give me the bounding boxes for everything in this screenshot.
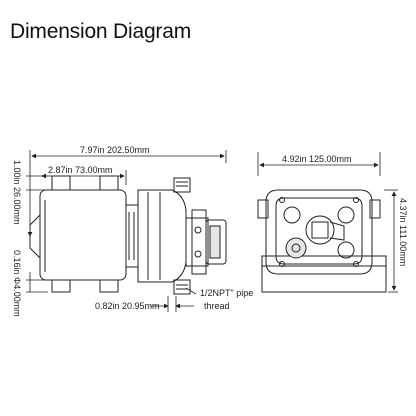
- port-offset-label: 0.82in 20.95mm: [95, 301, 160, 311]
- motor-end-cap: [29, 214, 41, 259]
- inlet-port: [173, 177, 191, 193]
- switch-housing: [185, 217, 209, 267]
- valve-right-top: [337, 206, 355, 224]
- left-height-label: 1.00in 26.00mm: [12, 160, 22, 225]
- valve-left-top: [283, 206, 301, 224]
- front-port-right: [369, 199, 381, 219]
- side-view: [29, 175, 227, 295]
- bottom-foot-right: [99, 280, 119, 293]
- top-foot-right: [99, 175, 119, 190]
- pipe-thread-label-2: thread: [204, 301, 230, 311]
- page-title: Dimension Diagram: [10, 20, 191, 43]
- pipe-thread-label-1: 1/2NPT" pipe: [200, 288, 253, 298]
- valve-bottom-right: [337, 241, 355, 259]
- pipe-thread-leader: [185, 287, 197, 295]
- front-dimensions: [257, 152, 398, 293]
- front-head: [265, 189, 373, 275]
- top-foot-left: [51, 175, 71, 190]
- motor-body: [39, 189, 127, 281]
- front-height-label: 4.37in 111.00mm: [398, 198, 408, 266]
- coupling: [125, 204, 139, 268]
- front-view: [257, 189, 387, 293]
- mount-hole-label: 0.16in Φ4.00mm: [12, 250, 22, 317]
- front-base: [261, 255, 387, 293]
- valve-bottom-left: [285, 237, 307, 259]
- overall-length-label: 7.97in 202.50mm: [80, 145, 150, 155]
- switch-tab: [329, 221, 345, 241]
- front-width-label: 4.92in 125.00mm: [282, 154, 352, 164]
- side-dimensions: [26, 150, 227, 312]
- switch-knob: [205, 219, 227, 265]
- pump-head: [137, 189, 187, 283]
- front-port-left: [257, 199, 269, 219]
- bottom-foot-left: [51, 280, 71, 293]
- outlet-port: [173, 279, 191, 295]
- center-hub: [305, 215, 335, 245]
- motor-length-label: 2.87in 73.00mm: [48, 165, 113, 175]
- switch-cap: [191, 209, 207, 275]
